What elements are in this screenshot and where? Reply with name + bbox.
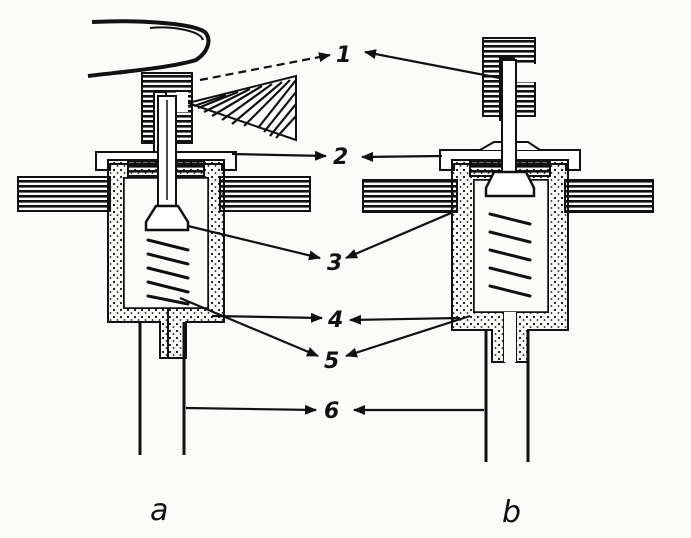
label-4: 4	[327, 308, 343, 333]
can-top-left	[17, 176, 111, 212]
leader-arrows	[179, 49, 501, 415]
valve-b	[362, 37, 654, 462]
valve-a	[17, 19, 311, 455]
label-3: 3	[327, 251, 342, 276]
label-5: 5	[324, 349, 339, 374]
can-top-right	[564, 179, 654, 213]
spring	[146, 238, 190, 306]
caption-b: b	[502, 495, 521, 530]
label-1: 1	[336, 43, 351, 68]
label-6: 6	[324, 399, 339, 424]
part-labels: 1 2 3 4 5 6	[324, 43, 351, 424]
can-top-right	[219, 176, 311, 212]
spray-cone	[184, 74, 297, 142]
finger-shape	[87, 19, 211, 78]
dip-tube	[484, 330, 530, 462]
can-top-left	[362, 179, 458, 213]
spring	[488, 212, 532, 298]
valve-poppet	[144, 204, 190, 232]
dip-tube	[138, 322, 186, 455]
caption-a: a	[150, 493, 168, 528]
label-2: 2	[333, 145, 348, 170]
valve-poppet	[484, 170, 536, 198]
valve-stem	[501, 59, 517, 173]
